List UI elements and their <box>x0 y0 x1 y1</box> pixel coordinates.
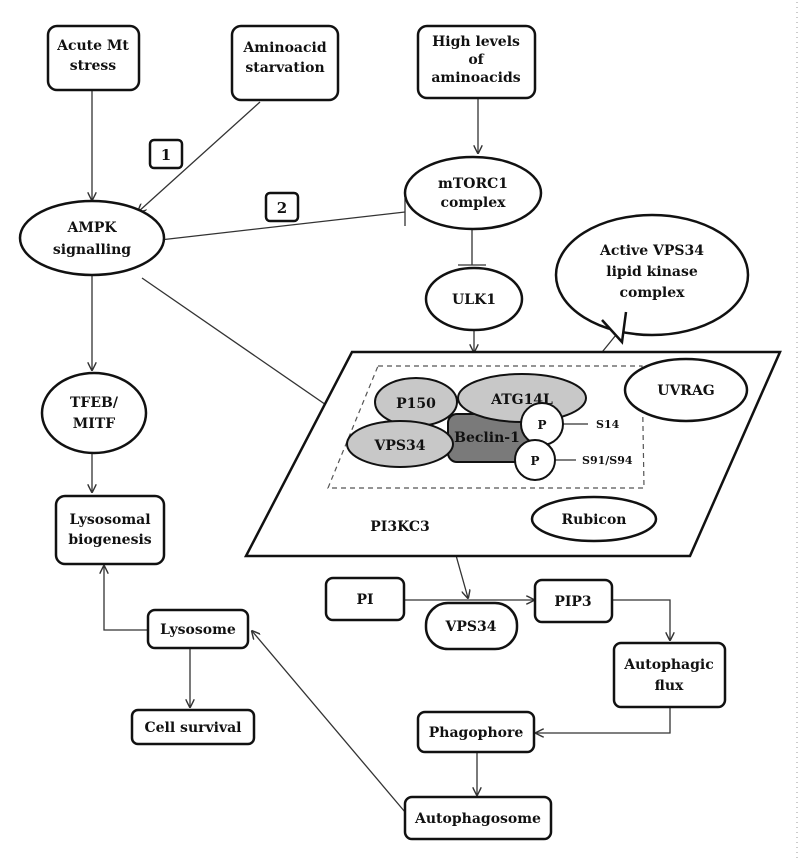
subunit-p150: P150 <box>374 377 458 427</box>
svg-text:Cell survival: Cell survival <box>145 720 242 736</box>
svg-text:complex: complex <box>440 195 506 211</box>
node-rubicon: Rubicon <box>530 495 658 543</box>
svg-text:Acute Mt: Acute Mt <box>56 38 129 54</box>
complex-dashed-region <box>327 365 645 489</box>
phospho-site-s14: P S14 <box>520 402 620 446</box>
svg-text:starvation: starvation <box>245 60 324 76</box>
svg-text:1: 1 <box>161 146 171 164</box>
node-autophagic-flux: Autophagic flux <box>612 641 727 709</box>
node-ulk1: ULK1 <box>424 266 524 332</box>
svg-text:biogenesis: biogenesis <box>68 532 151 548</box>
node-high-levels-aminoacids: High levels of aminoacids <box>416 24 537 100</box>
svg-text:High levels: High levels <box>432 34 520 50</box>
svg-text:P150: P150 <box>396 396 436 412</box>
arrow-autophagosome-to-lysosome <box>252 631 406 813</box>
svg-text:Phagophore: Phagophore <box>429 725 524 741</box>
arrow-flux-to-phagophore <box>536 708 671 733</box>
svg-text:stress: stress <box>70 58 117 74</box>
node-mtorc1-complex: mTORC1 complex <box>403 155 543 231</box>
svg-text:P: P <box>537 418 546 432</box>
arrow-starvation-to-ampk <box>138 101 261 212</box>
node-ampk-signalling: AMPK signalling <box>18 199 166 277</box>
node-cell-survival: Cell survival <box>130 708 256 746</box>
subunit-vps34: VPS34 <box>346 420 454 468</box>
node-lysosome: Lysosome <box>146 608 250 650</box>
svg-text:Active VPS34: Active VPS34 <box>599 243 704 259</box>
arrow-pip3-to-flux <box>612 599 670 640</box>
svg-text:TFEB/: TFEB/ <box>70 395 119 411</box>
svg-text:PIP3: PIP3 <box>554 594 591 610</box>
arrow-ampk-to-complex <box>141 277 345 418</box>
node-phagophore: Phagophore <box>416 710 536 754</box>
svg-text:Rubicon: Rubicon <box>562 512 627 528</box>
svg-text:VPS34: VPS34 <box>445 619 497 635</box>
svg-text:mTORC1: mTORC1 <box>438 176 508 192</box>
inhibit-ampk-to-mtorc1 <box>159 211 406 241</box>
svg-text:Beclin-1: Beclin-1 <box>454 430 520 446</box>
node-tfeb-mitf: TFEB/ MITF <box>40 371 148 455</box>
svg-text:AMPK: AMPK <box>66 220 117 236</box>
svg-text:ULK1: ULK1 <box>452 292 496 308</box>
svg-text:Autophagic: Autophagic <box>623 657 714 673</box>
marker-2: 2 <box>264 191 300 223</box>
arrow-lysosome-to-biogenesis <box>104 566 148 631</box>
svg-text:aminoacids: aminoacids <box>431 70 520 86</box>
svg-text:S91/S94: S91/S94 <box>582 454 633 467</box>
svg-text:flux: flux <box>655 678 684 694</box>
svg-text:of: of <box>468 52 484 68</box>
node-aminoacid-starvation: Aminoacid starvation <box>230 24 340 102</box>
svg-text:Lysosome: Lysosome <box>160 622 236 638</box>
svg-text:Autophagosome: Autophagosome <box>414 811 541 827</box>
pi3kc3-label: PI3KC3 <box>370 519 430 535</box>
subunit-atg14l: ATG14L <box>457 373 587 423</box>
svg-text:VPS34: VPS34 <box>374 438 426 454</box>
node-uvrag: UVRAG <box>623 357 749 423</box>
svg-text:Lysosomal: Lysosomal <box>69 512 150 528</box>
node-pip3: PIP3 <box>533 578 614 624</box>
svg-text:complex: complex <box>619 285 685 301</box>
svg-text:S14: S14 <box>596 418 620 431</box>
marker-1: 1 <box>148 138 184 170</box>
node-acute-mt-stress: Acute Mt stress <box>46 24 141 92</box>
svg-text:P: P <box>530 454 539 468</box>
svg-text:PI: PI <box>356 592 373 608</box>
node-pi: PI <box>324 576 406 622</box>
callout-active-vps34: Active VPS34 lipid kinase complex <box>554 213 750 345</box>
svg-text:MITF: MITF <box>73 416 115 432</box>
svg-text:lipid kinase: lipid kinase <box>606 264 698 280</box>
svg-text:signalling: signalling <box>53 242 131 258</box>
svg-text:Aminoacid: Aminoacid <box>242 40 326 56</box>
node-autophagosome: Autophagosome <box>403 795 553 841</box>
svg-text:2: 2 <box>277 199 287 217</box>
svg-text:UVRAG: UVRAG <box>657 383 715 399</box>
node-vps34-flow: VPS34 <box>424 601 519 651</box>
node-lysosomal-biogenesis: Lysosomal biogenesis <box>54 494 166 566</box>
phospho-site-s91-s94: P S91/S94 <box>514 439 633 481</box>
